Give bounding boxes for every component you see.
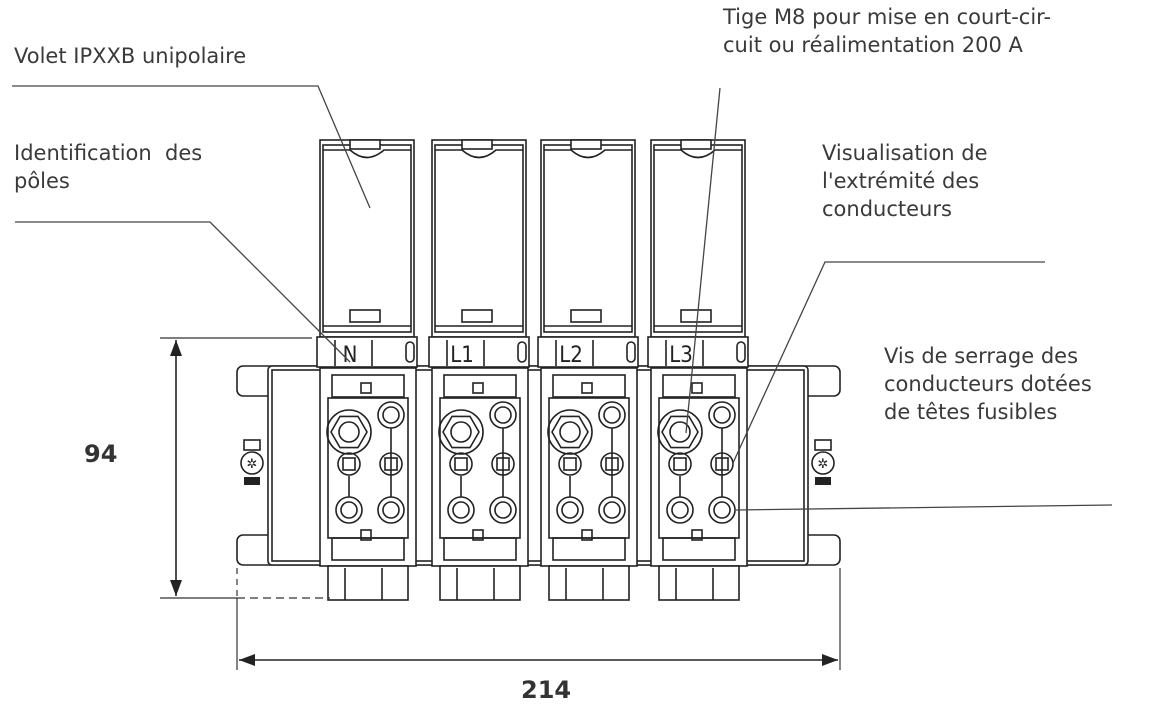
leader-rod: [685, 87, 721, 434]
callout-pole-identification: Identification des pôles: [14, 141, 203, 193]
callout-shutter: Volet IPXXB unipolaire: [14, 44, 247, 68]
shutter-cover[interactable]: [650, 139, 746, 338]
shutter-cover[interactable]: [319, 139, 415, 338]
callout-m8-rod: Tige M8 pour mise en court-cir- cuit ou …: [723, 5, 1052, 57]
conductor-view-window: [668, 452, 692, 476]
right-fixing-screw: ✲: [811, 439, 835, 485]
width-dimension: [236, 568, 841, 670]
callout-conductor-visualisation: Visualisation de l'extrémité des conduct…: [822, 141, 988, 221]
pole-label: N: [343, 343, 358, 368]
pole-label: L2: [559, 343, 583, 368]
leader-conductor-view: [732, 261, 1045, 464]
callout-clamping-screws: Vis de serrage des conducteurs dotées de…: [884, 344, 1092, 424]
pole-modules: N L1 L2 L3: [316, 139, 749, 601]
leader-lines: [12, 85, 1113, 511]
dimension-width: 214: [521, 676, 572, 704]
m8-rod: [326, 409, 372, 455]
pole-label: L1: [450, 343, 474, 368]
m8-rod: [657, 409, 703, 455]
leader-screws: [735, 504, 1113, 511]
pole-label: L3: [669, 343, 693, 368]
conductor-view-window: [558, 452, 582, 476]
m8-rod: [438, 409, 484, 455]
pole-module-l1: L1: [428, 139, 530, 601]
pole-module-l3: L3: [647, 139, 749, 601]
pole-module-l2: L2: [537, 139, 639, 601]
conductor-view-window: [337, 452, 361, 476]
shutter-cover[interactable]: [540, 139, 636, 338]
conductor-view-window: [449, 452, 473, 476]
shutter-cover[interactable]: [431, 139, 527, 338]
pole-module-n: N: [316, 139, 418, 601]
height-dimension: [160, 337, 330, 599]
svg-text:✲: ✲: [818, 457, 829, 472]
left-fixing-screw: ✲: [240, 439, 264, 485]
svg-text:✲: ✲: [247, 457, 258, 472]
leader-pole-id: [15, 221, 351, 363]
dimension-height: 94: [84, 440, 118, 468]
m8-rod: [547, 409, 593, 455]
leader-shutter: [12, 85, 371, 209]
